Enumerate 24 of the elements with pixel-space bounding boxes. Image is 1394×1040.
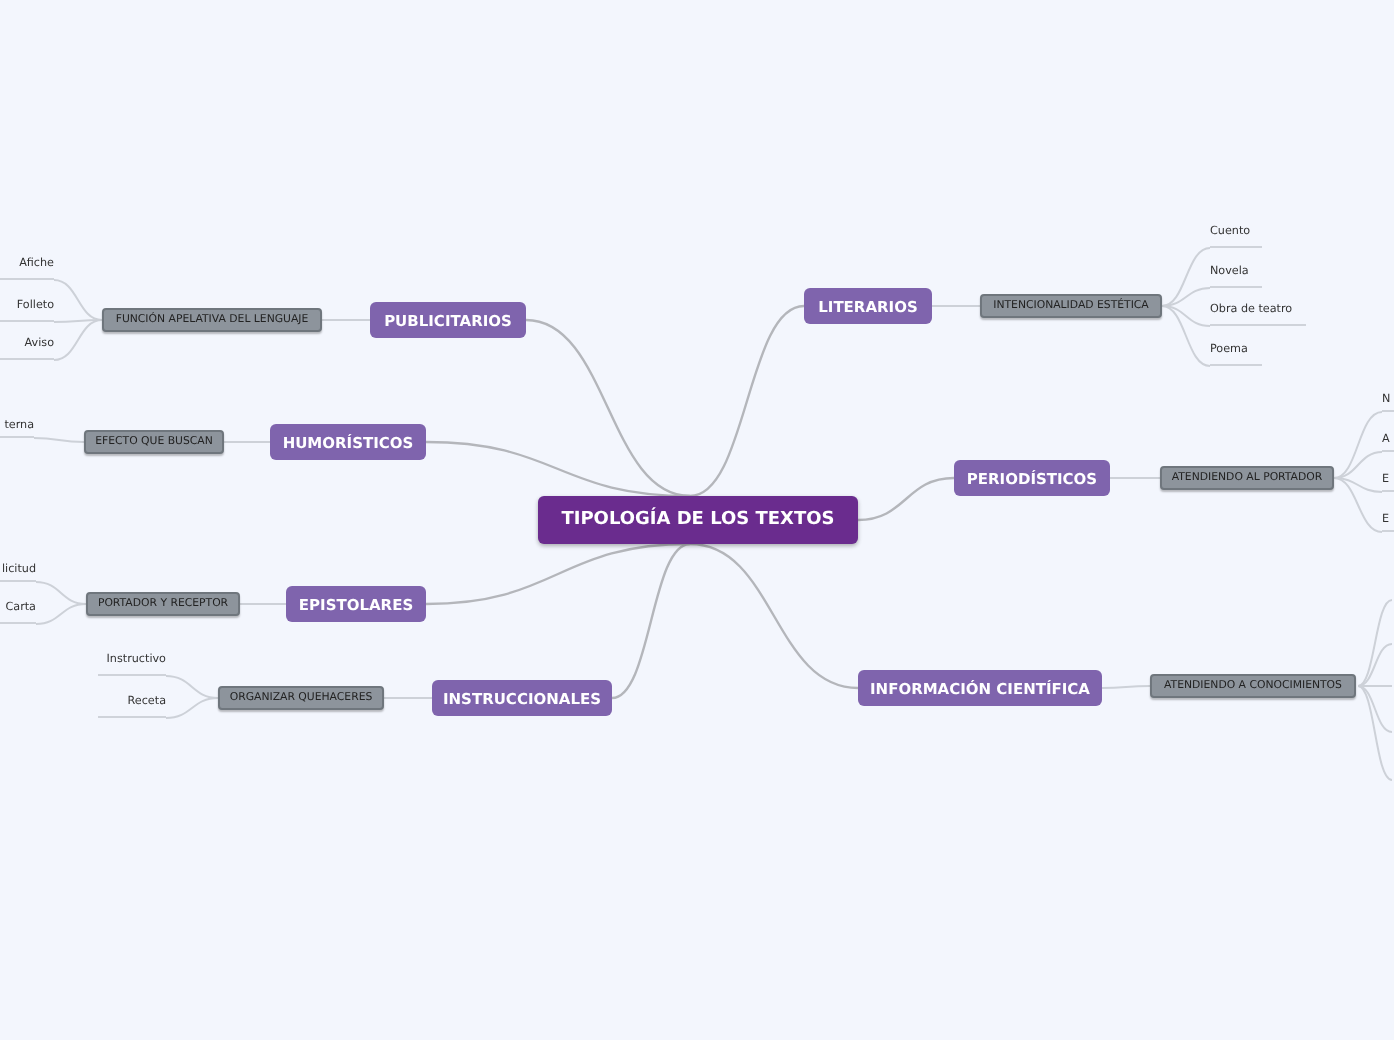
connector-line bbox=[383, 697, 433, 699]
connector-line bbox=[53, 319, 103, 361]
connector-line bbox=[1161, 305, 1211, 367]
connector-line bbox=[53, 279, 103, 321]
connector-line bbox=[931, 305, 981, 307]
connector-line bbox=[1109, 477, 1161, 479]
connector-line bbox=[223, 441, 271, 443]
connector-line bbox=[35, 603, 87, 625]
connector-line bbox=[1333, 477, 1383, 533]
connector-line bbox=[857, 476, 955, 522]
connector-line bbox=[1161, 247, 1211, 307]
connector-line bbox=[525, 318, 691, 498]
connector-line bbox=[425, 440, 691, 498]
connector-line bbox=[1161, 287, 1211, 307]
connector-line bbox=[1333, 411, 1383, 479]
connector-line bbox=[239, 603, 287, 605]
connector-line bbox=[689, 542, 859, 690]
connector-line bbox=[611, 542, 691, 700]
connector-line bbox=[1101, 685, 1151, 689]
connector-line bbox=[165, 697, 219, 719]
connector-line bbox=[321, 319, 371, 321]
central-topic-box: TIPOLOGÍA DE LOS TEXTOS bbox=[538, 496, 858, 544]
connector-line bbox=[689, 304, 805, 498]
connector-line bbox=[33, 437, 85, 443]
